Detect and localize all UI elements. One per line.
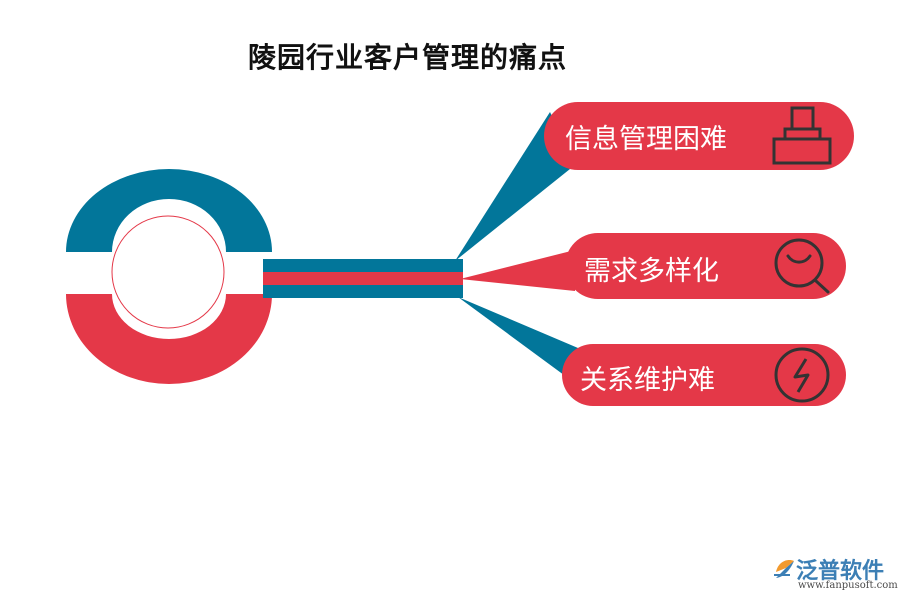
branch-wedge-middle: [460, 250, 575, 291]
watermark-url: www.fanpusoft.com: [798, 580, 898, 591]
pill-label-info-management: 信息管理困难: [565, 124, 727, 155]
pill-label-diverse-demands: 需求多样化: [584, 256, 719, 287]
pill-info-management: [544, 102, 854, 170]
watermark-brand: 泛普软件: [796, 559, 885, 584]
pill-label-relationship-maintenance: 关系维护难: [580, 365, 715, 396]
connector-blue-top: [263, 259, 463, 272]
lightning-icon: [774, 347, 830, 403]
diagram-title: 陵园行业客户管理的痛点: [248, 41, 568, 74]
ring-inner-circle: [111, 215, 225, 329]
magnifier-icon: [774, 238, 830, 294]
printer-icon: [772, 106, 832, 165]
ring-top-half: [66, 169, 272, 252]
ring-bottom-half: [66, 294, 272, 384]
branch-wedge-top: [455, 112, 575, 261]
branch-wedge-bottom: [458, 297, 578, 378]
watermark: 泛普软件 www.fanpusoft.com: [772, 553, 898, 595]
pill-relationship-maintenance: [562, 344, 846, 406]
connector-blue-bottom: [263, 285, 463, 298]
fanpu-logo-icon: [774, 560, 794, 578]
connector-red-middle: [263, 272, 463, 285]
pill-diverse-demands: [565, 233, 846, 299]
